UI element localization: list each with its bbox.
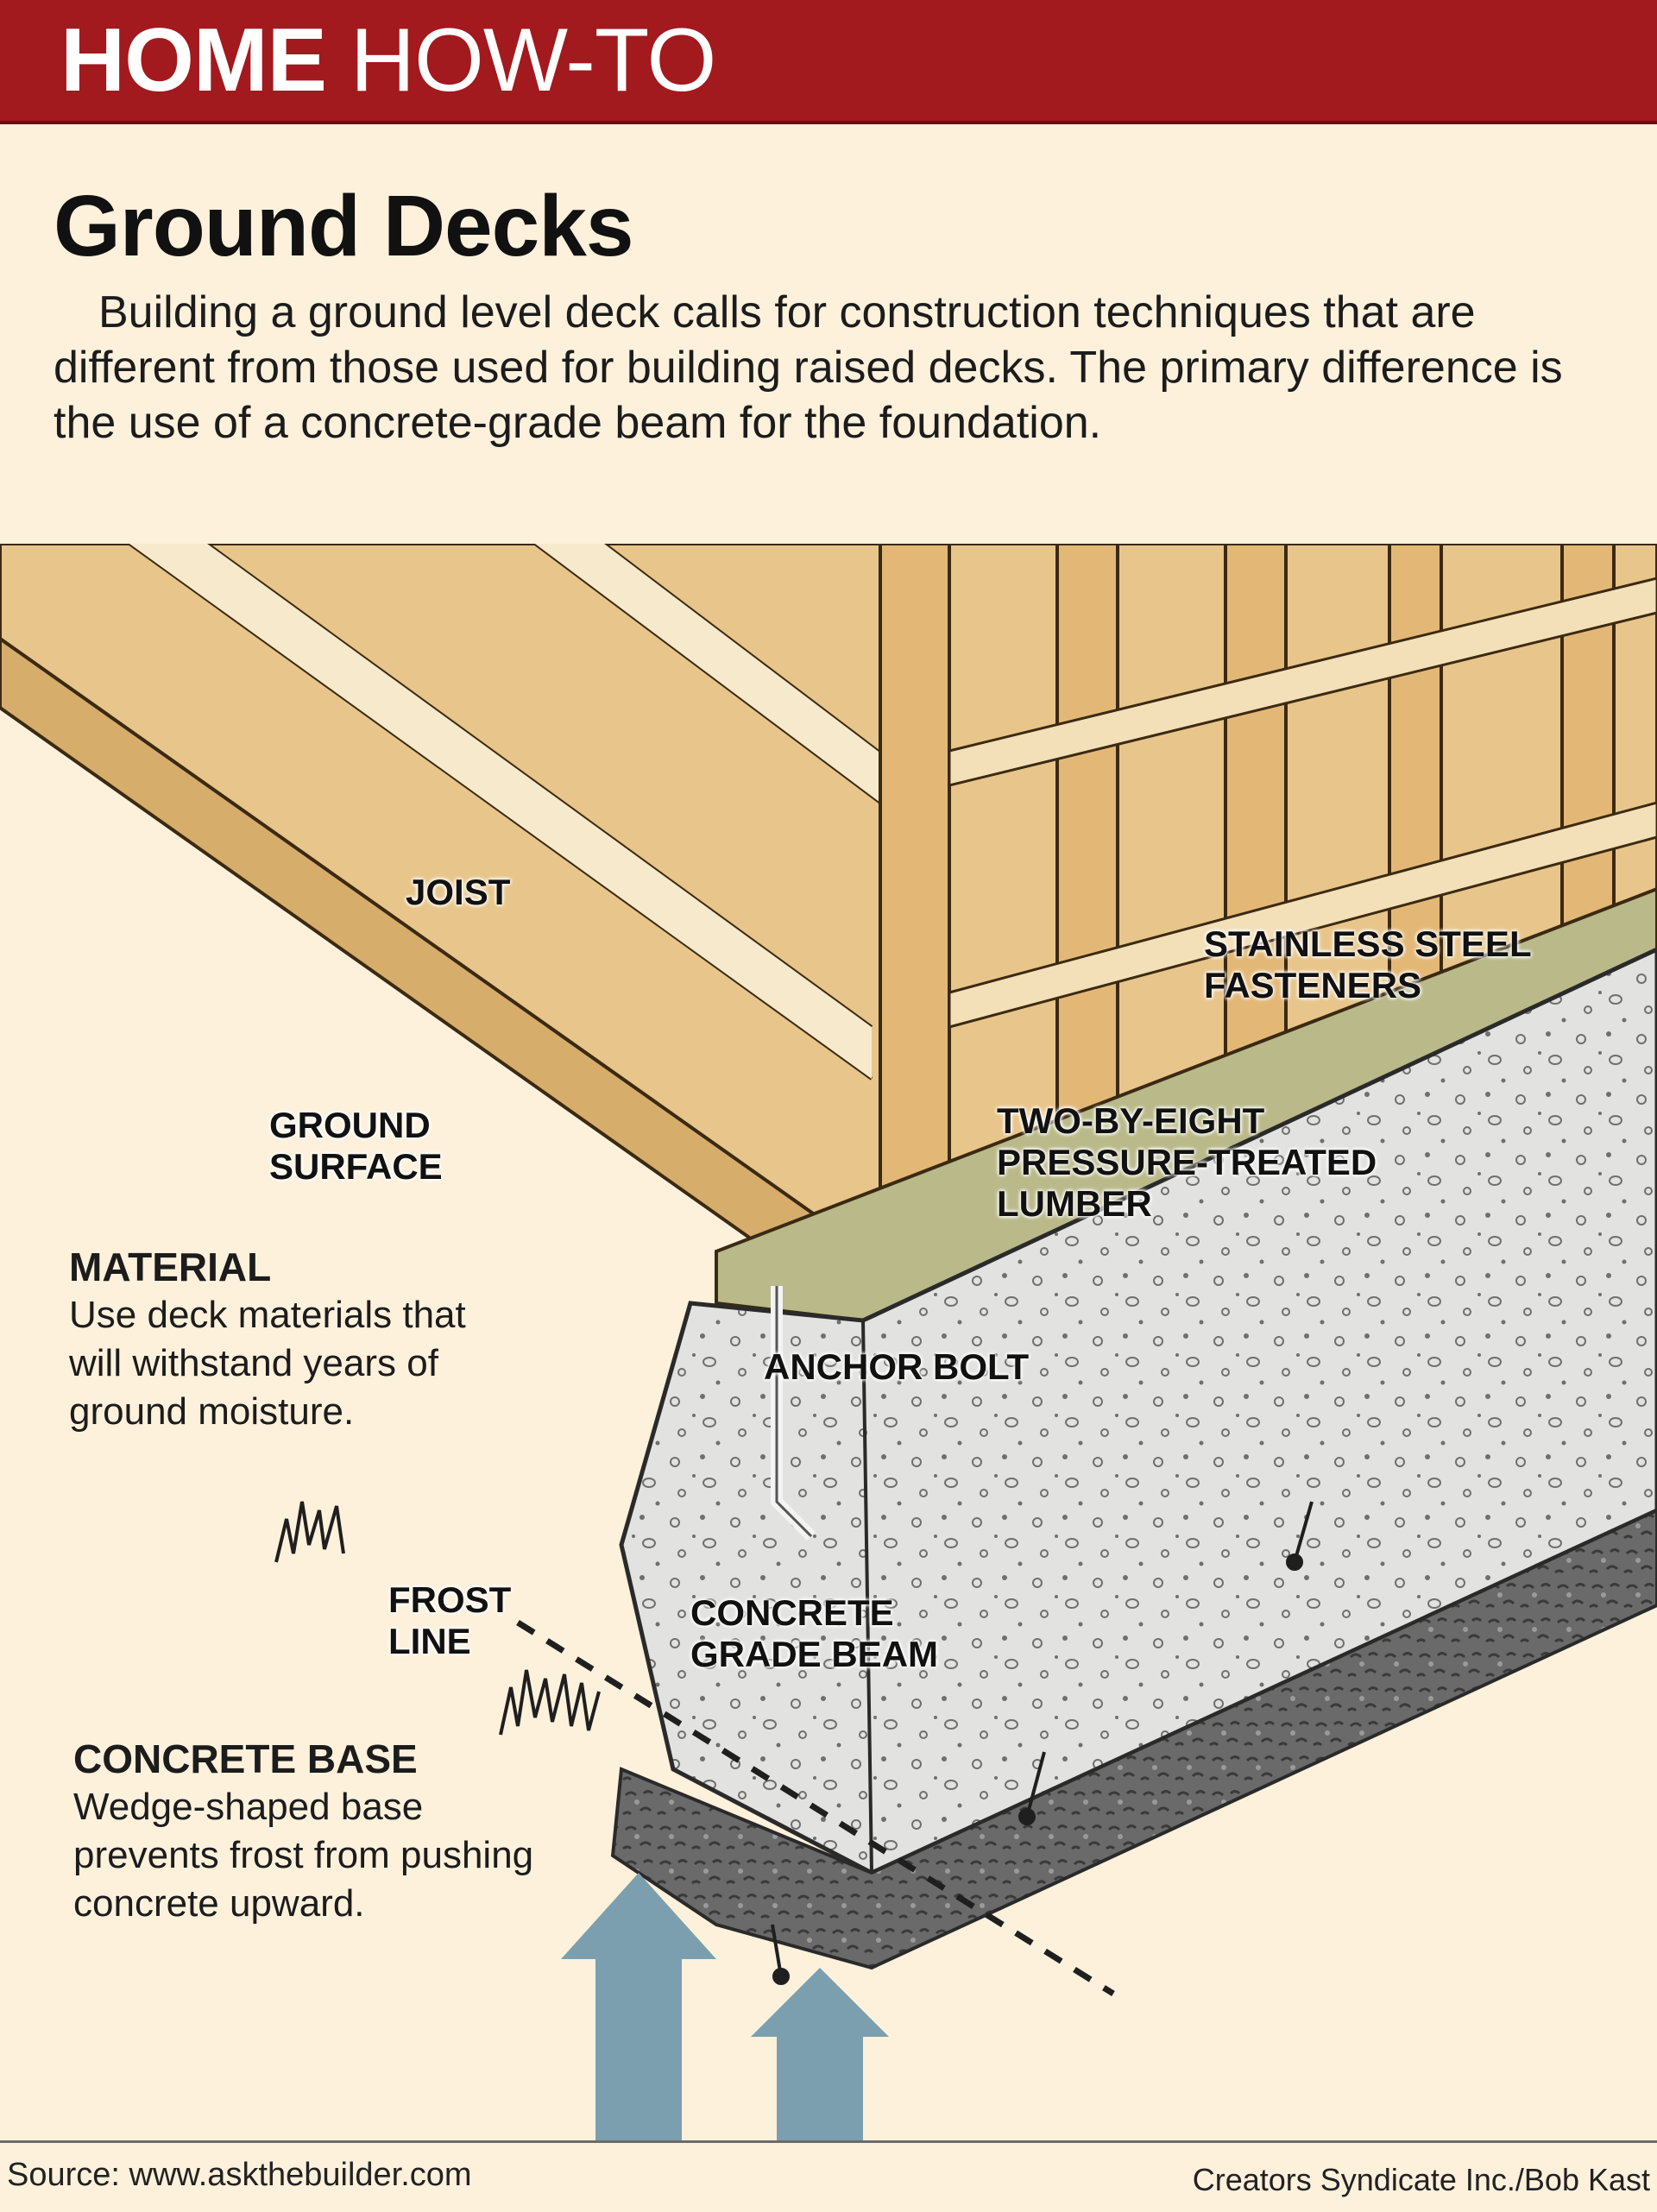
material-text: Use deck materials that will withstand y… bbox=[69, 1294, 466, 1433]
frost-arrow-right bbox=[751, 1968, 889, 2140]
page-title: Ground Decks bbox=[54, 178, 633, 274]
grade-beam-edge bbox=[861, 1320, 873, 1874]
deck-board-highlight bbox=[129, 544, 872, 1079]
footer: Source: www.askthebuilder.com Creators S… bbox=[0, 2140, 1657, 2212]
banner-title-bold: HOME bbox=[60, 10, 327, 110]
label-joist: JOIST bbox=[406, 872, 511, 912]
source-credit: Source: www.askthebuilder.com bbox=[7, 2157, 472, 2193]
header-banner: HOME HOW-TO bbox=[0, 0, 1657, 124]
label-frost-line: FROST LINE bbox=[388, 1579, 512, 1661]
intro-paragraph: Building a ground level deck calls for c… bbox=[54, 287, 1563, 448]
banner-title: HOME HOW-TO bbox=[60, 16, 716, 105]
material-note: MATERIAL Use deck materials that will wi… bbox=[69, 1243, 518, 1436]
gravel-base bbox=[610, 1508, 1657, 1970]
label-anchor-bolt: ANCHOR BOLT bbox=[764, 1346, 1030, 1387]
concrete-base-note: CONCRETE BASE Wedge-shaped base prevents… bbox=[73, 1735, 539, 1928]
label-lumber: TWO-BY-EIGHT PRESSURE-TREATED LUMBER bbox=[997, 1100, 1377, 1224]
deck-diagram: JOIST STAINLESS STEEL FASTENERS GROUND S… bbox=[0, 542, 1657, 2140]
artist-credit: Creators Syndicate Inc./Bob Kast bbox=[1192, 2162, 1650, 2197]
concrete-base-heading: CONCRETE BASE bbox=[73, 1736, 418, 1781]
leader-lines bbox=[771, 1501, 1314, 1985]
deck-board-highlight bbox=[535, 544, 889, 803]
frost-arrow-left bbox=[561, 1873, 716, 2140]
material-heading: MATERIAL bbox=[69, 1245, 272, 1289]
frost-line bbox=[516, 1620, 1115, 1996]
concrete-base-text: Wedge-shaped base prevents frost from pu… bbox=[73, 1786, 534, 1925]
anchor-bolt-outline bbox=[775, 1286, 813, 1538]
label-grade-beam: CONCRETE GRADE BEAM bbox=[690, 1592, 939, 1674]
deck-illustration bbox=[0, 542, 1657, 2140]
label-fasteners: STAINLESS STEEL FASTENERS bbox=[1204, 923, 1532, 1005]
banner-title-light: HOW-TO bbox=[350, 10, 716, 110]
deck-rails bbox=[948, 577, 1657, 1029]
label-ground-surface: GROUND SURFACE bbox=[269, 1105, 443, 1187]
grass-tufts bbox=[274, 1501, 601, 1736]
